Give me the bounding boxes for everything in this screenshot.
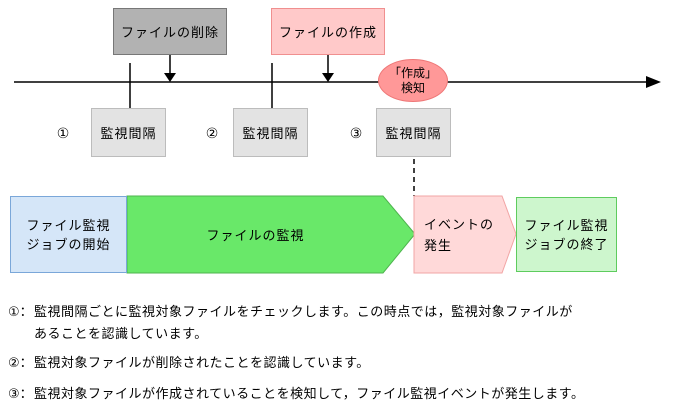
footnote-3-number: ③：	[8, 386, 33, 401]
footnote-2-text: 監視対象ファイルが削除されたことを認識しています。	[34, 355, 370, 370]
footnote-2: ②： 監視対象ファイルが削除されたことを認識しています。	[8, 352, 370, 374]
monitor-arrow-shape	[126, 195, 416, 274]
job-end-line2: ジョブの終了	[524, 236, 609, 252]
interval-box-1: 監視間隔	[91, 108, 166, 157]
job-start-line1: ファイル監視	[26, 217, 111, 233]
interval-box-2: 監視間隔	[233, 108, 308, 157]
job-start-box: ファイル監視 ジョブの開始	[10, 196, 127, 273]
job-end-line1: ファイル監視	[524, 217, 609, 233]
footnote-3-text: 監視対象ファイルが作成されていることを検知して，ファイル監視イベントが発生します…	[34, 386, 585, 401]
file-create-box: ファイルの作成	[271, 8, 385, 55]
job-start-line2: ジョブの開始	[26, 236, 111, 252]
footnote-2-number: ②：	[8, 355, 33, 370]
marker-number-2: ②	[205, 125, 219, 141]
marker-number-3: ③	[349, 125, 363, 141]
event-line1: イベントの	[424, 216, 495, 232]
job-end-box: ファイル監視 ジョブの終了	[516, 197, 617, 272]
file-create-label: ファイルの作成	[278, 25, 377, 40]
monitor-arrow-label: ファイルの監視	[206, 228, 305, 243]
create-detect-line2: 検知	[400, 80, 425, 95]
file-delete-label: ファイルの削除	[120, 25, 219, 40]
interval-label-1: 監視間隔	[100, 126, 157, 141]
create-detect-line1: 「作成」	[388, 65, 437, 80]
interval-box-3: 監視間隔	[376, 108, 451, 157]
timeline-arrowhead-icon	[646, 76, 661, 88]
create-event-arrowhead-icon	[322, 73, 334, 82]
interval-label-2: 監視間隔	[242, 126, 299, 141]
footnote-3: ③： 監視対象ファイルが作成されていることを検知して，ファイル監視イベントが発生…	[8, 383, 585, 405]
footnote-1-text: 監視間隔ごとに監視対象ファイルをチェックします。この時点では，監視対象ファイルが…	[34, 304, 573, 341]
footnote-1-number: ①：	[8, 304, 33, 319]
marker-number-1: ①	[56, 125, 70, 141]
file-delete-box: ファイルの削除	[113, 8, 227, 55]
event-line2: 発生	[424, 237, 453, 253]
delete-event-arrowhead-icon	[164, 73, 176, 82]
create-detect-bubble: 「作成」 検知	[378, 59, 448, 102]
interval-label-3: 監視間隔	[385, 126, 442, 141]
event-arrow-shape	[413, 195, 517, 274]
footnote-1: ①： 監視間隔ごとに監視対象ファイルをチェックします。この時点では，監視対象ファ…	[8, 301, 573, 345]
event-arrow-label: イベントの 発生	[424, 196, 509, 273]
